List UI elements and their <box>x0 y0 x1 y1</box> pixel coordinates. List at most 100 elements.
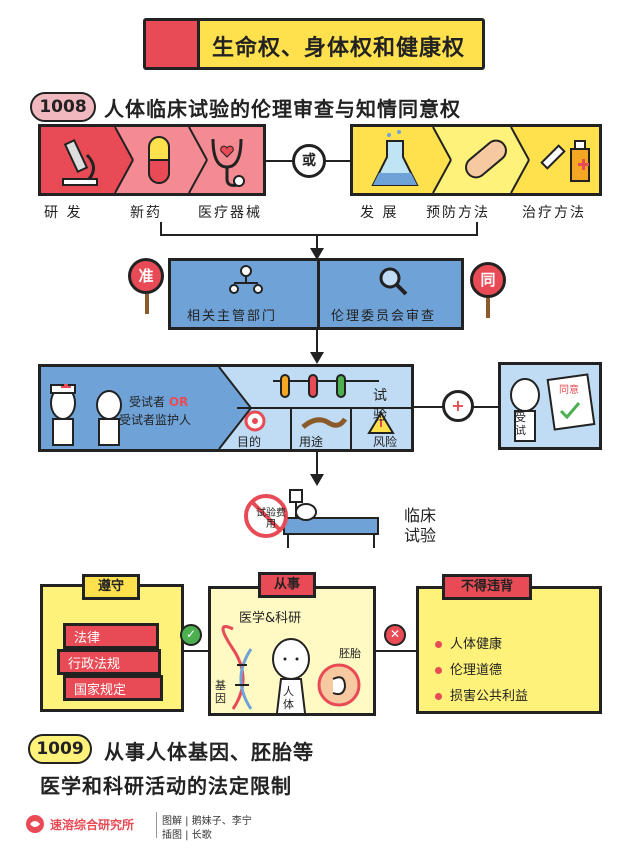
law-book-3: 国家规定 <box>63 675 163 701</box>
capsule-icon <box>148 136 170 184</box>
arrow-down-2 <box>310 352 324 364</box>
obey-box: 法律 行政法规 国家规定 <box>40 584 184 712</box>
item-develop: 发 展 <box>360 205 399 221</box>
flask-icon <box>371 130 419 186</box>
obey-tag: 遵守 <box>82 574 140 600</box>
cross-icon: ✕ <box>384 624 406 646</box>
approval-dept: 相关主管部门 <box>187 309 278 324</box>
connector-forbid <box>376 650 416 652</box>
medicine-bottle-icon <box>570 140 590 182</box>
doctor-figure <box>50 384 76 446</box>
item-new-drug: 新药 <box>130 205 162 221</box>
footer-credit-2: 插图 | 长歌 <box>162 830 212 841</box>
connector-down-2 <box>316 330 318 356</box>
law-book-2: 行政法规 <box>57 649 161 675</box>
subject-text: 受试者 <box>129 395 166 409</box>
guardian-label: 受试者监护人 <box>119 413 192 427</box>
approve-sign: 准 <box>128 258 164 294</box>
item-treatment: 治疗方法 <box>522 205 586 221</box>
footer-divider <box>156 812 157 838</box>
trial-label: 试 验 <box>373 388 389 424</box>
arrow-down-1 <box>310 248 324 260</box>
engage-title: 医学&科研 <box>239 611 302 626</box>
target-icon <box>244 410 266 432</box>
trial-info-art <box>50 367 411 449</box>
plus-badge: + <box>442 390 474 422</box>
hospital-bed-illustration <box>244 489 379 548</box>
research-panel <box>38 124 266 196</box>
forbid-item-3: 损害公共利益 <box>435 685 528 704</box>
org-name: 速溶综合研究所 <box>50 818 135 832</box>
forbid-tag: 不得违背 <box>442 574 532 600</box>
org-chart-icon <box>229 265 263 294</box>
patient-figure <box>96 390 122 446</box>
gene-label: 基因 <box>215 679 226 705</box>
article-number-1008: 1008 <box>30 92 96 122</box>
magnifier-icon <box>379 267 408 296</box>
agree-sign-stick <box>486 298 490 318</box>
agree-sign: 同 <box>470 262 506 298</box>
page-title: 生命权、身体权和健康权 <box>212 36 466 61</box>
consent-art <box>510 373 596 442</box>
check-icon: ✓ <box>180 624 202 646</box>
engage-tag: 从事 <box>258 572 316 598</box>
no-fee-label: 试验费用 <box>256 508 286 530</box>
connector-bracket <box>160 234 478 236</box>
approval-divider <box>317 261 320 327</box>
road-icon <box>301 417 348 429</box>
org-logo-icon <box>26 815 44 833</box>
human-figure <box>272 638 310 713</box>
warning-icon <box>367 411 395 434</box>
title-banner: 生命权、身体权和健康权 <box>143 18 485 70</box>
approval-box: 相关主管部门 伦理委员会审查 <box>168 258 464 330</box>
connector-down-3 <box>316 452 318 478</box>
forbid-text-3: 损害公共利益 <box>450 689 529 704</box>
item-medical-device: 医疗器械 <box>198 205 262 221</box>
law-book-1: 法律 <box>63 623 159 649</box>
forbid-text-1: 人体健康 <box>450 637 503 652</box>
forbid-item-1: 人体健康 <box>435 633 502 652</box>
consent-sign: 同意 <box>559 385 579 396</box>
engage-art <box>221 625 361 713</box>
forbid-text-2: 伦理道德 <box>450 663 503 678</box>
embryo-label: 胚胎 <box>339 647 361 660</box>
arrow-down-3 <box>310 474 324 486</box>
article-heading-1008: 人体临床试验的伦理审查与知情同意权 <box>104 97 461 121</box>
item-prevention: 预防方法 <box>426 205 490 221</box>
connector-right <box>476 222 478 236</box>
dna-icon <box>221 625 253 710</box>
test-tubes-icon <box>273 374 379 398</box>
consent-box: 同意 受试 <box>498 362 602 450</box>
approve-sign-stick <box>145 294 149 314</box>
embryo-icon <box>317 663 361 707</box>
stethoscope-icon <box>211 138 245 187</box>
subject-or: OR <box>168 395 189 409</box>
subject-label: 受试者 OR <box>129 393 188 410</box>
or-badge: 或 <box>292 144 326 178</box>
human-label: 人体 <box>283 685 294 711</box>
aspect-purpose: 目的 <box>237 435 262 449</box>
consent-person: 受试 <box>515 411 526 437</box>
prevention-panel <box>350 124 602 196</box>
engage-box: 医学&科研 基因 人体 胚胎 <box>208 586 376 716</box>
forbid-box: 人体健康 伦理道德 损害公共利益 <box>416 586 602 714</box>
forbid-item-2: 伦理道德 <box>435 659 502 678</box>
title-accent <box>146 21 200 67</box>
clinical-trial-label: 临床试验 <box>403 506 436 545</box>
article-number-1009: 1009 <box>28 734 92 764</box>
article-heading-1009-line1: 从事人体基因、胚胎等 <box>104 740 314 764</box>
connector-obey <box>184 650 208 652</box>
connector-left <box>160 222 162 236</box>
connector-down-1 <box>316 234 318 252</box>
research-panel-art <box>62 127 263 193</box>
prevention-panel-art <box>353 127 599 193</box>
item-research: 研 发 <box>44 205 83 221</box>
footer-credit-1: 图解 | 鹅妹子、李宁 <box>162 816 252 827</box>
trial-info-box: 受试者 OR 受试者监护人 试 验 目的 用途 风险 <box>38 364 414 452</box>
aspect-risk: 风险 <box>373 435 398 449</box>
syringe-icon <box>540 144 566 170</box>
bandage-icon <box>465 139 507 179</box>
article-heading-1009-line2: 医学和科研活动的法定限制 <box>40 774 292 798</box>
microscope-icon <box>62 138 98 186</box>
approval-ethics: 伦理委员会审查 <box>331 309 437 324</box>
